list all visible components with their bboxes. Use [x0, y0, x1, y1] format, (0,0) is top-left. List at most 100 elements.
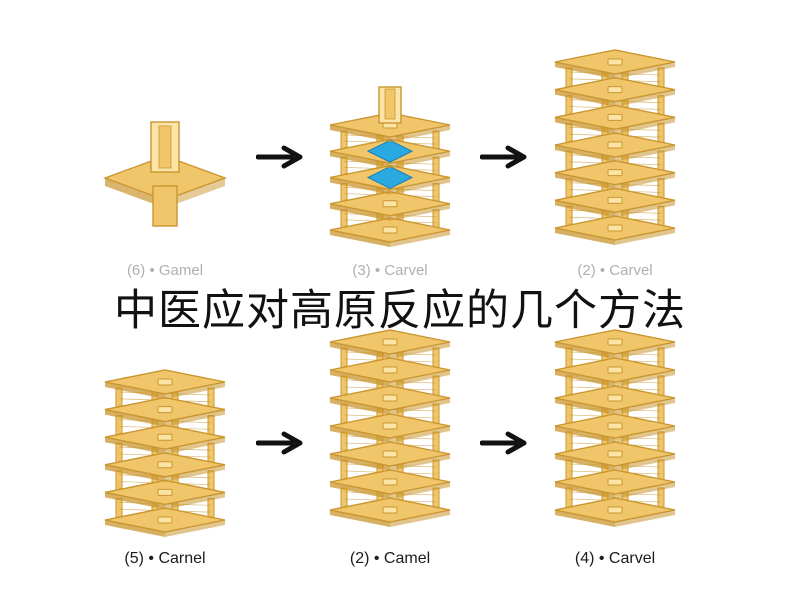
tower-plate-edge	[555, 145, 615, 162]
tower-plate-edge	[615, 510, 675, 527]
tower-plate-edge	[390, 203, 450, 221]
tower-plate-edge	[165, 409, 225, 427]
tower-plate-joint	[382, 478, 398, 486]
tower-plate-edge	[615, 398, 675, 415]
tower-plate-joint	[607, 86, 623, 94]
base-joint-illustration	[102, 121, 228, 227]
tower-plate-edge	[105, 492, 165, 510]
tower-plate-edge	[615, 342, 675, 359]
tower-plate-edge	[330, 203, 390, 221]
tower-plate-joint	[607, 196, 623, 204]
arrow-shape	[479, 145, 527, 169]
page-title: 中医应对高原反应的几个方法	[114, 286, 686, 336]
tower-plate-edge	[615, 370, 675, 387]
stage-panel-5	[310, 318, 470, 548]
tower-plate-joint	[157, 378, 173, 386]
tower-plate-edge	[555, 117, 615, 135]
tower-plate-edge	[165, 464, 225, 482]
tower-plate-edge	[390, 426, 450, 443]
tower-plate-joint	[607, 478, 623, 486]
tower-plate-joint	[382, 200, 398, 208]
tower-plate-edge	[390, 230, 450, 247]
highlighted-plate-edge	[330, 177, 390, 195]
highlighted-panel	[366, 139, 414, 163]
tower-plate-joint	[607, 224, 623, 232]
tower-plate-joint	[157, 461, 173, 469]
right-arrow-icon	[479, 430, 532, 456]
stage-caption-4: (5) • Carnel	[124, 550, 206, 567]
tower-plate-edge	[330, 398, 390, 415]
top-post-slot	[384, 88, 396, 120]
tower-plate-edge	[165, 492, 225, 510]
tower-plate-edge	[330, 125, 390, 142]
tower-plate-edge	[390, 370, 450, 387]
tower-illustration	[554, 329, 676, 527]
tower-plate-joint	[382, 506, 398, 514]
tower-plate-edge	[555, 172, 615, 190]
highlighted-plate-edge	[390, 177, 450, 195]
stage-caption-5: (2) • Camel	[349, 550, 431, 567]
tower-plate-joint	[607, 422, 623, 430]
cross-beam-edge	[105, 178, 165, 208]
tower-plate-joint	[382, 226, 398, 234]
tower-plate-edge	[330, 342, 390, 359]
tower-plate-edge	[615, 200, 675, 218]
right-arrow-icon	[255, 144, 308, 170]
tower-plate-edge	[615, 62, 675, 79]
tower-plate-joint	[382, 338, 398, 346]
partial-tower-illustration	[329, 86, 451, 247]
cross-beam-edge	[165, 178, 225, 208]
right-arrow-icon	[479, 144, 532, 170]
tower-plate-joint	[607, 338, 623, 346]
tower-illustration	[104, 369, 226, 537]
tower-plate-edge	[555, 228, 615, 245]
arrow-shape	[255, 145, 303, 169]
tower-plate-edge	[615, 228, 675, 245]
tower-illustration	[329, 329, 451, 527]
tower-plate-edge	[330, 230, 390, 247]
tower-plate-edge	[555, 62, 615, 79]
tower-plate-edge	[615, 172, 675, 190]
right-arrow-icon	[255, 430, 308, 456]
tower-plate-edge	[555, 200, 615, 218]
tower-plate-joint	[157, 406, 173, 414]
highlighted-plate-edge	[390, 151, 450, 169]
tower-plate-joint	[607, 58, 623, 66]
stage-caption-2: (3) • Carvel	[352, 262, 428, 279]
tower-plate-edge	[330, 510, 390, 527]
stage-caption-6: (4) • Carvel	[574, 550, 656, 567]
tower-plate-edge	[615, 482, 675, 499]
tower-plate-edge	[555, 342, 615, 359]
post-slot	[158, 125, 172, 169]
tower-plate-joint	[382, 450, 398, 458]
tower-plate-joint	[607, 506, 623, 514]
stage-panel-2	[310, 80, 470, 310]
tower-plate-joint	[607, 141, 623, 149]
stage-panel-4	[85, 330, 245, 560]
tower-plate-edge	[555, 482, 615, 499]
stage-caption-1: (6) • Gamel	[126, 262, 204, 279]
highlighted-plate-edge	[330, 151, 390, 169]
tower-illustration	[554, 49, 676, 245]
tower-plate-edge	[105, 409, 165, 427]
tower-plate-joint	[607, 366, 623, 374]
tower-plate-edge	[615, 117, 675, 135]
stage-panel-6	[535, 318, 695, 548]
tower-plate-edge	[330, 426, 390, 443]
tower-plate-edge	[390, 482, 450, 499]
tower-plate-edge	[390, 125, 450, 142]
tower-plate-edge	[555, 398, 615, 415]
tower-plate-edge	[555, 426, 615, 443]
tower-plate-edge	[165, 520, 225, 537]
tower-plate-joint	[382, 366, 398, 374]
stage-panel-3	[535, 40, 695, 270]
tower-plate-edge	[105, 520, 165, 537]
tower-plate-edge	[615, 145, 675, 162]
stage-caption-3: (2) • Carvel	[577, 262, 653, 279]
tower-plate-edge	[390, 454, 450, 471]
tower-plate-edge	[555, 510, 615, 527]
tower-plate-joint	[607, 394, 623, 402]
stage-panel-1	[85, 100, 245, 330]
tower-plate-edge	[390, 342, 450, 359]
tower-plate-joint	[382, 422, 398, 430]
